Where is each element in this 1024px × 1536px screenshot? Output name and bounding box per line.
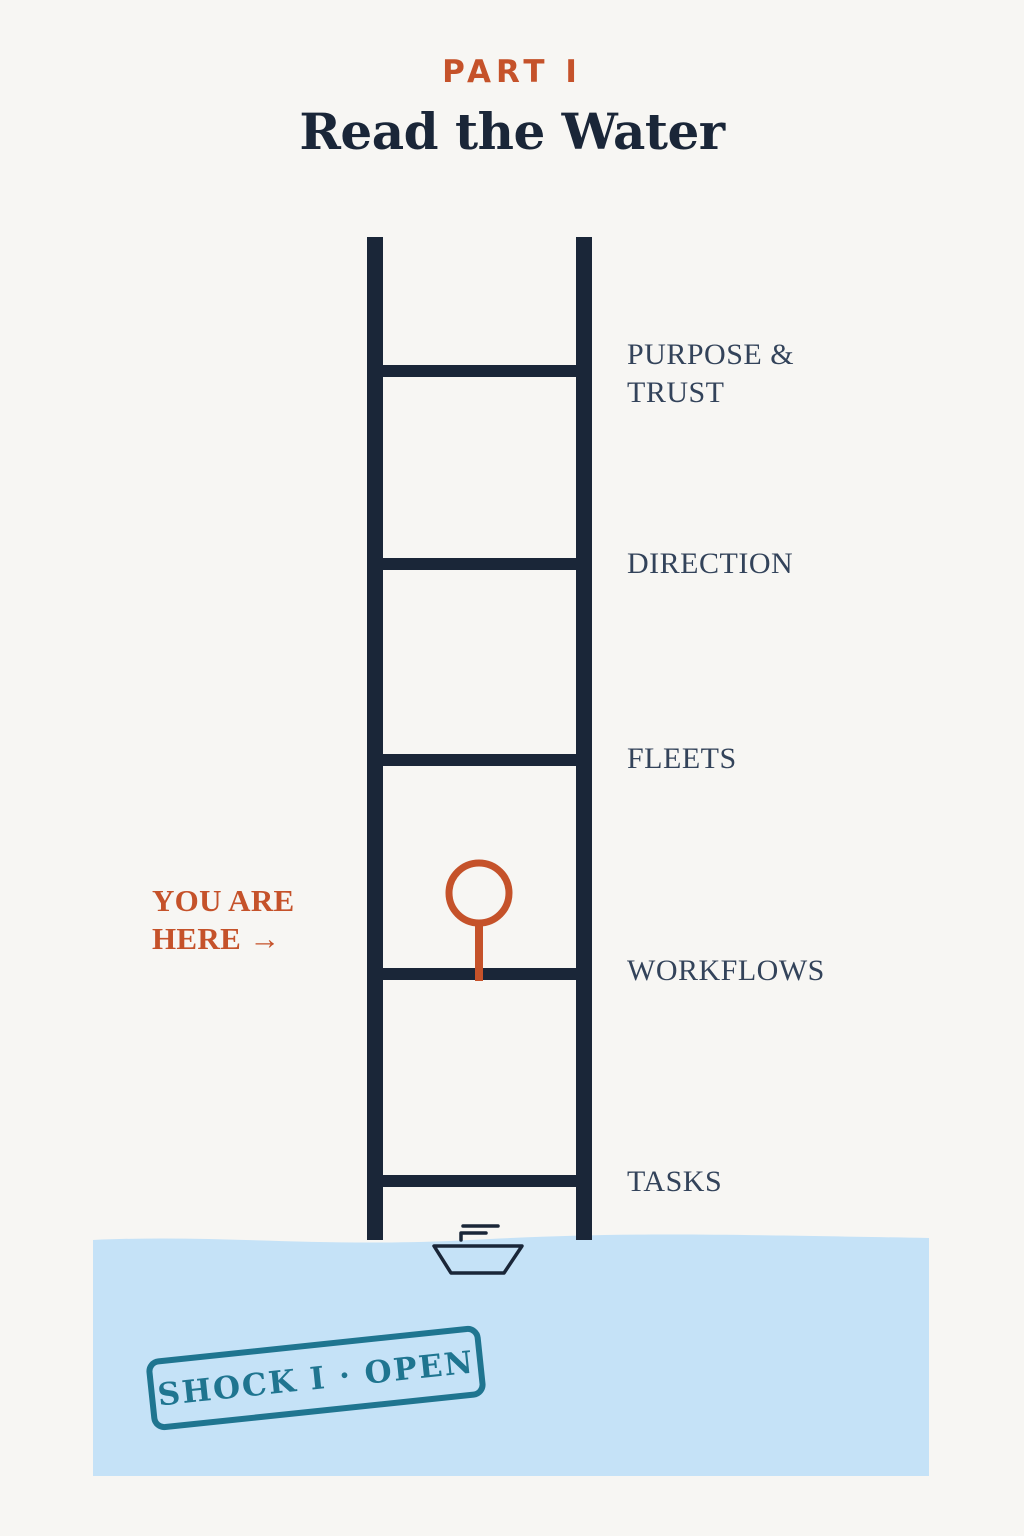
ladder-rung-direction	[383, 558, 576, 570]
boat-icon	[432, 1224, 524, 1275]
part-label: PART I	[442, 54, 582, 90]
rung-label-direction: DIRECTION	[627, 547, 794, 580]
ladder-rung-purpose-trust	[383, 365, 576, 377]
page-title: Read the Water	[299, 102, 725, 161]
ladder-rung-fleets	[383, 754, 576, 766]
rung-label-purpose-trust: PURPOSE & TRUST	[627, 338, 795, 409]
you-are-here-label: YOU ARE HERE →	[152, 883, 295, 956]
rung-label-tasks: TASKS	[627, 1165, 723, 1198]
rung-label-fleets: FLEETS	[627, 742, 737, 775]
rung-label-workflows: WORKFLOWS	[627, 954, 825, 987]
ladder-rail-right	[576, 237, 592, 1240]
location-pin-icon	[445, 859, 513, 981]
ladder-rung-tasks	[383, 1175, 576, 1187]
ladder-rail-left	[367, 237, 383, 1240]
